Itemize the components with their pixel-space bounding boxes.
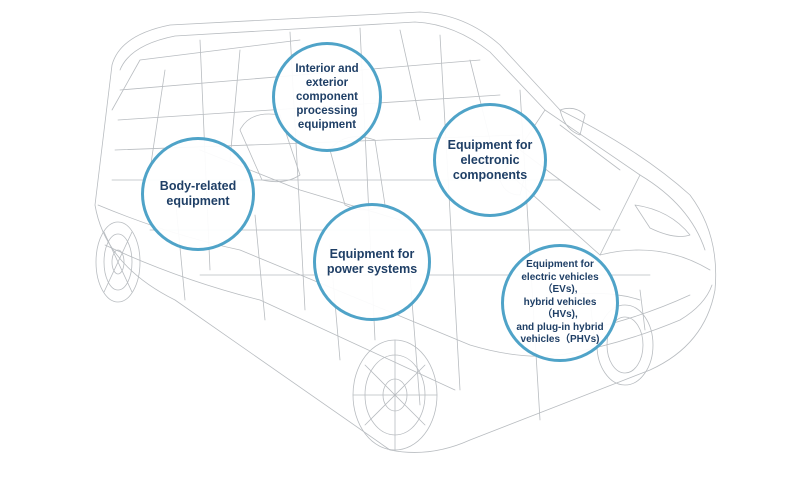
bubble-line: Equipment for <box>447 137 533 152</box>
bubble-line: vehicles（PHVs) <box>520 334 600 346</box>
ev-hv-phv-bubble: Equipment for electric vehicles（EVs), hy… <box>501 244 619 362</box>
bubble-line: Equipment for <box>329 247 415 261</box>
bubble-label: Equipment for electronic components <box>440 138 541 183</box>
bubble-line: equipment <box>166 194 230 208</box>
bubble-line: power systems <box>326 262 418 276</box>
bubble-line: hybrid vehicles（HVs), <box>523 296 597 321</box>
bubble-line: electric vehicles（EVs), <box>521 271 599 296</box>
bubble-label: Interior and exterior component processi… <box>275 62 379 132</box>
bubble-line: and plug-in hybrid <box>516 321 604 333</box>
bubble-label: Equipment for power systems <box>319 247 425 277</box>
bubble-line: Interior and <box>295 63 359 75</box>
bubble-line: Equipment for <box>526 259 594 271</box>
bubble-line: exterior component <box>296 77 358 103</box>
interior-exterior-processing-bubble: Interior and exterior component processi… <box>272 42 382 152</box>
bubble-line: Body-related <box>159 179 237 193</box>
bubble-label: Body-related equipment <box>152 179 244 209</box>
bubble-label: Equipment for electric vehicles（EVs), hy… <box>504 259 616 347</box>
bubble-line: electronic <box>460 152 520 167</box>
bubble-line: equipment <box>297 119 357 131</box>
body-related-bubble: Body-related equipment <box>141 137 255 251</box>
bubble-line: processing <box>296 105 358 117</box>
power-systems-bubble: Equipment for power systems <box>313 203 431 321</box>
electronic-components-bubble: Equipment for electronic components <box>433 103 547 217</box>
bubble-line: components <box>452 167 528 182</box>
